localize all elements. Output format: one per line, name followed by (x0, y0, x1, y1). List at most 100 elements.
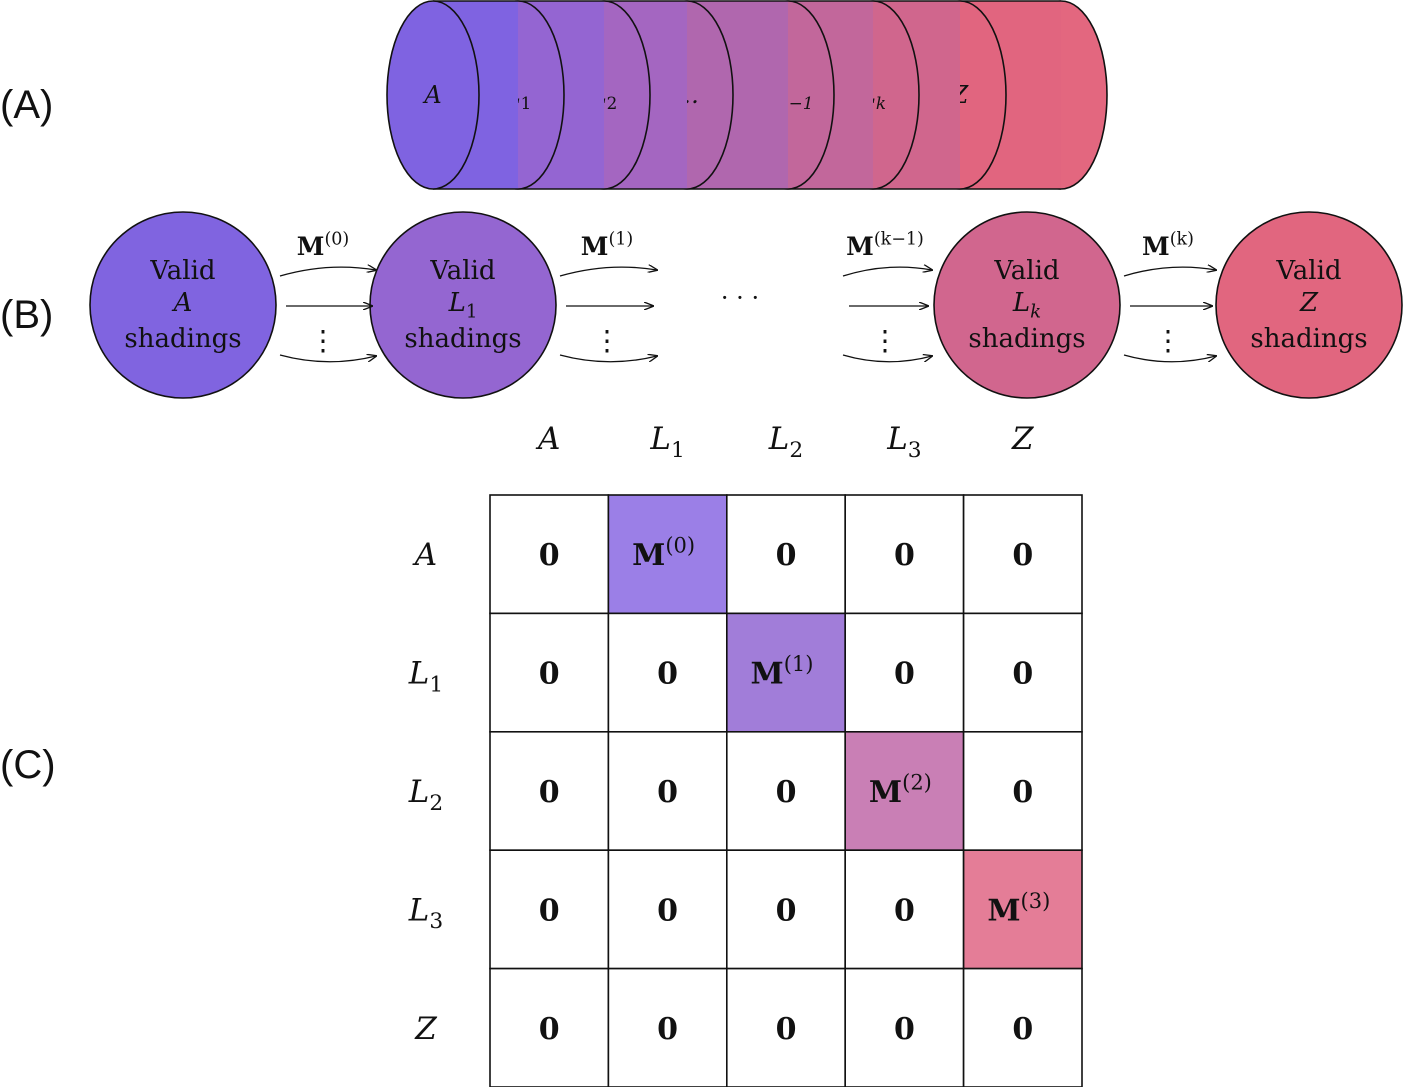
matrix-zero-label: 0 (539, 538, 560, 573)
matrix-zero-cell: 0 (489, 967, 610, 1087)
shading-chain: ValidAshadingsValidL1shadingsValidLkshad… (89, 211, 1403, 399)
edge-bundle: M(k−1) ⋮ (842, 230, 932, 363)
matrix-zero-label: 0 (894, 1012, 915, 1047)
matrix-zero-cell: 0 (962, 612, 1083, 733)
matrix-zero-label: 0 (657, 1012, 678, 1047)
matrix-column-header: A (535, 421, 560, 457)
matrix-column-header: L1 (649, 421, 684, 463)
node-mid-text: Lk (1012, 288, 1041, 323)
node-bottom-text: shadings (124, 324, 241, 354)
node-top-text: Valid (149, 256, 215, 286)
matrix-zero-label: 0 (657, 893, 678, 928)
matrix-column-header: L3 (886, 421, 921, 463)
matrix-zero-cell: 0 (607, 967, 728, 1087)
edge-arrow-upper (842, 267, 932, 277)
matrix-column-header: Z (1011, 421, 1034, 457)
matrix-zero-label: 0 (539, 893, 560, 928)
node-top-text: Valid (1275, 256, 1341, 286)
matrix-zero-cell: 0 (844, 967, 965, 1087)
matrix-zero-cell: 0 (844, 612, 965, 733)
node-top-text: Valid (993, 256, 1059, 286)
matrix-zero-cell: 0 (607, 849, 728, 970)
matrix-zero-cell: 0 (489, 612, 610, 733)
matrix-zero-label: 0 (894, 538, 915, 573)
matrix-zero-cell: 0 (607, 730, 728, 851)
node-top-text: Valid (429, 256, 495, 286)
matrix-zero-cell: 0 (844, 494, 965, 615)
matrix-row-header: Z (414, 1011, 437, 1047)
edge-bundle: M(k) ⋮ (1123, 230, 1216, 363)
stack-disk: A (386, 0, 518, 190)
matrix-zero-cell: 0 (725, 494, 846, 615)
matrix-zero-cell: 0 (844, 849, 965, 970)
matrix-zero-cell: 0 (489, 494, 610, 615)
matrix-zero-cell: 0 (607, 612, 728, 733)
node-bottom-text: shadings (968, 324, 1085, 354)
panel-b-label: (B) (0, 293, 53, 337)
edge-bundle: M(0) ⋮ (279, 230, 376, 363)
node-bottom-text: shadings (404, 324, 521, 354)
matrix-zero-label: 0 (539, 657, 560, 692)
matrix-zero-label: 0 (776, 538, 797, 573)
matrix-zero-label: 0 (776, 893, 797, 928)
matrix-row-header: L2 (408, 774, 443, 816)
matrix-block-label: M(0) (632, 534, 695, 574)
matrix-zero-label: 0 (657, 775, 678, 810)
matrix-block-cell: M(0) (607, 494, 728, 615)
matrix-zero-label: 0 (539, 775, 560, 810)
matrix-row-header: A (412, 537, 437, 573)
matrix-zero-label: 0 (776, 775, 797, 810)
edge-vdots: ⋮ (1154, 324, 1182, 357)
edge-arrow-upper (279, 267, 376, 277)
edge-label: M(k−1) (846, 230, 924, 262)
edge-vdots: ⋮ (309, 324, 337, 357)
matrix-zero-cell: 0 (962, 494, 1083, 615)
edge-arrow-lower (279, 355, 376, 363)
matrix-block-cell: M(2) (844, 730, 965, 851)
matrix-block-cell: M(1) (725, 612, 846, 733)
edge-vdots: ⋮ (871, 324, 899, 357)
matrix-block-cell: M(3) (962, 849, 1083, 970)
matrix-zero-cell: 0 (489, 849, 610, 970)
matrix-zero-label: 0 (1012, 775, 1033, 810)
chain-gap-ellipsis: · · · (721, 284, 759, 312)
matrix-zero-cell: 0 (962, 967, 1083, 1087)
node-mid-text: Z (1299, 288, 1319, 318)
edge-arrow-lower (1123, 355, 1216, 363)
edge-arrow-lower (842, 355, 932, 363)
panel-c-label: (C) (0, 743, 56, 787)
matrix-zero-label: 0 (776, 1012, 797, 1047)
edge-label: M(1) (581, 230, 633, 262)
edge-arrow-upper (1123, 267, 1216, 277)
matrix-row-header: L1 (408, 656, 443, 698)
edge-arrow-upper (559, 267, 657, 277)
matrix-zero-label: 0 (894, 657, 915, 692)
matrix-zero-label: 0 (539, 1012, 560, 1047)
matrix-zero-cell: 0 (725, 730, 846, 851)
stack-disk-label: A (422, 81, 441, 109)
matrix-zero-label: 0 (1012, 538, 1033, 573)
edge-arrow-lower (559, 355, 657, 363)
matrix-zero-cell: 0 (725, 967, 846, 1087)
matrix-zero-label: 0 (1012, 657, 1033, 692)
edge-label: M(0) (297, 230, 349, 262)
node-mid-text: A (172, 288, 193, 318)
node-mid-text: L1 (448, 288, 478, 323)
edge-label: M(k) (1142, 230, 1194, 262)
matrix-block-label: M(3) (987, 889, 1050, 929)
matrix-zero-cell: 0 (725, 849, 846, 970)
node-bottom-text: shadings (1250, 324, 1367, 354)
matrix-zero-cell: 0 (489, 730, 610, 851)
matrix-zero-label: 0 (894, 893, 915, 928)
matrix-block-label: M(2) (869, 770, 932, 810)
layer-stack: ZLkLk−1…L2L1A (386, 0, 1108, 190)
matrix-zero-label: 0 (657, 657, 678, 692)
panel-a-label: (A) (0, 83, 53, 127)
matrix-row-header: L3 (408, 892, 443, 934)
matrix-zero-label: 0 (1012, 1012, 1033, 1047)
